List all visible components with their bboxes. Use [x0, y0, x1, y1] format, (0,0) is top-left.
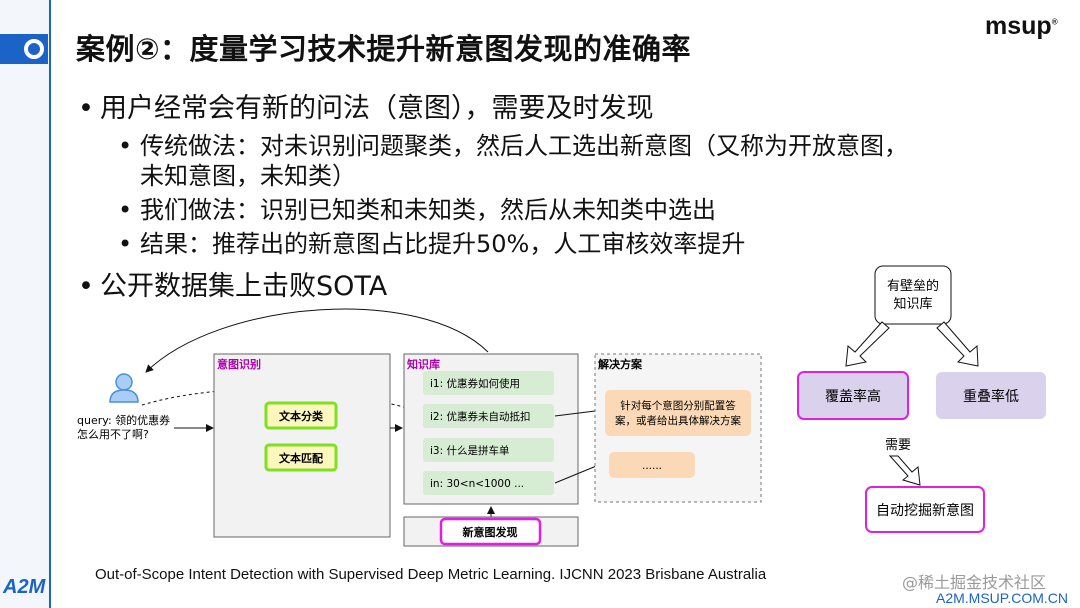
bullet-dot: •	[78, 93, 94, 124]
bullet-traditional-approach-cont: 未知意图，未知类）	[140, 156, 356, 191]
query-text-line2: 怎么用不了啊?	[77, 427, 149, 441]
hollow-arrow-left	[845, 321, 890, 367]
msup-logo: msup®	[985, 12, 1058, 41]
feedback-curve-arrow	[145, 308, 489, 373]
tree-right-label: 重叠率低	[963, 388, 1019, 405]
kb-item	[423, 404, 554, 428]
solution-text-line1: 针对每个意图分别配置答	[620, 399, 736, 412]
kb-panel-title: 知识库	[406, 357, 440, 371]
bullet-result: •结果：推荐出的新意图占比提升50%，人工审核效率提升	[118, 224, 745, 259]
solution-ellipsis: ......	[642, 460, 662, 472]
left-divider-line	[49, 0, 51, 608]
ring-icon	[24, 39, 44, 59]
tree-bottom-label: 自动挖掘新意图	[876, 502, 974, 519]
tree-left-box	[797, 371, 909, 420]
site-url-watermark: A2M.MSUP.COM.CN	[936, 590, 1068, 606]
kb-item-label: i3: 什么是拼车单	[430, 444, 509, 457]
new-intent-label: 新意图发现	[463, 525, 518, 539]
bullet-dot: •	[118, 132, 133, 160]
paper-citation: Out-of-Scope Intent Detection with Super…	[95, 566, 767, 583]
kb-item-label: i2: 优惠券未自动抵扣	[430, 410, 530, 423]
a2m-logo: A2M	[3, 576, 46, 598]
bullet-dot: •	[118, 196, 133, 224]
kb-item	[423, 438, 554, 462]
bullet-sota: •公开数据集上击败SOTA	[78, 264, 387, 303]
bullet-text: 用户经常会有新的问法（意图），需要及时发现	[100, 93, 654, 124]
tree-bottom-box	[865, 486, 985, 533]
solution-box	[605, 390, 751, 436]
hollow-arrow-down	[888, 455, 921, 486]
bullet-text: 结果：推荐出的新意图占比提升50%，人工审核效率提升	[140, 230, 746, 258]
bullet-our-approach: •我们做法：识别已知类和未知类，然后从未知类中选出	[118, 190, 716, 225]
bullet-text: 公开数据集上击败SOTA	[100, 271, 388, 302]
bullet-text: 未知意图，未知类）	[140, 162, 356, 190]
tree-root-box	[874, 265, 952, 325]
query-text-line1: query: 领的优惠券	[77, 413, 170, 427]
registered-mark: ®	[1051, 17, 1058, 27]
text-match-box	[264, 443, 338, 472]
solution-panel-title: 解决方案	[598, 357, 643, 371]
new-intent-box	[439, 517, 542, 546]
bullet-dot: •	[118, 230, 133, 258]
kb-item	[423, 471, 554, 495]
juejin-watermark: @稀土掘金技术社区	[902, 573, 1047, 592]
hollow-arrow-right	[936, 321, 979, 367]
bullet-traditional-approach: •传统做法：对未识别问题聚类，然后人工选出新意图（又称为开放意图，	[118, 126, 908, 161]
kb-item-label: in: 30<n<1000 ...	[430, 478, 524, 490]
kb-item	[423, 371, 554, 395]
bullet-new-phrasings: •用户经常会有新的问法（意图），需要及时发现	[78, 86, 654, 125]
msup-logo-text: msup	[985, 12, 1052, 40]
kb-item-label: i1: 优惠券如何使用	[430, 377, 520, 390]
bullet-text: 我们做法：识别已知类和未知类，然后从未知类中选出	[140, 196, 716, 224]
intent-panel-title: 意图识别	[217, 357, 261, 371]
text-classify-label: 文本分类	[279, 409, 324, 423]
tree-root-line1: 有壁垒的	[887, 278, 939, 294]
tree-left-label: 覆盖率高	[825, 388, 881, 405]
slide-title: 案例②：度量学习技术提升新意图发现的准确率	[76, 32, 692, 66]
tree-right-box	[936, 372, 1046, 419]
solution-text-line2: 案，或者给出具体解决方案	[615, 414, 741, 427]
left-sidebar-strip	[0, 0, 50, 608]
tree-root-line2: 知识库	[893, 296, 932, 312]
solution-more-box	[609, 452, 695, 478]
bullet-text: 传统做法：对未识别问题聚类，然后人工选出新意图（又称为开放意图，	[140, 132, 908, 160]
tree-edge-label: 需要	[885, 438, 911, 453]
bullet-dot: •	[78, 271, 94, 302]
text-classify-box	[264, 401, 338, 430]
text-match-label: 文本匹配	[279, 451, 323, 465]
user-icon	[109, 373, 139, 403]
